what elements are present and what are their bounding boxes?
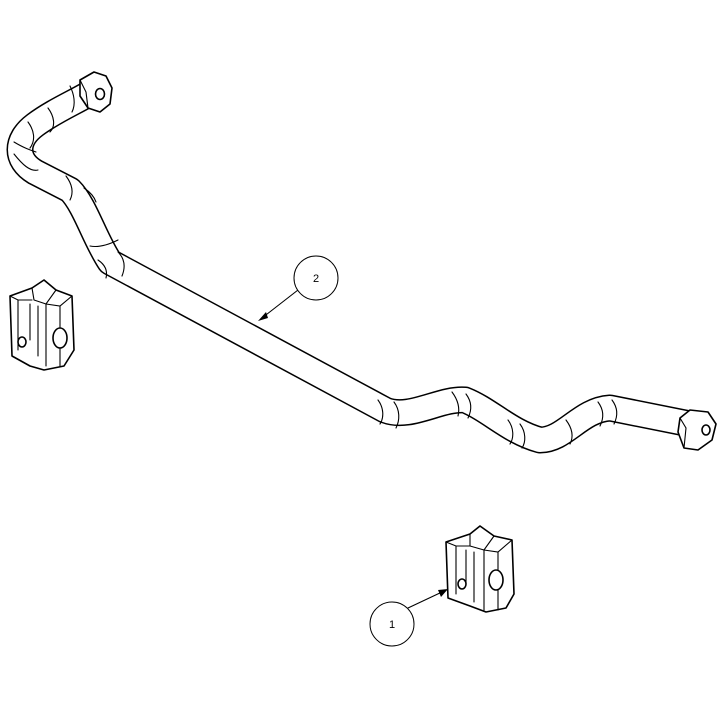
callout-2: 2	[258, 255, 339, 321]
callout-1-leader	[407, 591, 443, 609]
sway-bar-left-end	[79, 71, 113, 113]
callout-2-leader	[261, 289, 299, 319]
sway-bar-right-end	[677, 409, 717, 451]
bushing-left	[9, 279, 75, 371]
callout-2-number: 2	[313, 273, 319, 285]
callout-2-circle	[293, 255, 339, 301]
callout-1-arrowhead	[438, 589, 448, 597]
right-mount-hole	[701, 424, 711, 436]
sway-bar-fill	[8, 79, 698, 452]
callout-1-circle	[369, 601, 415, 647]
sway-bar	[6, 71, 717, 454]
callout-1: 1	[369, 589, 448, 647]
bushing-callout-1	[445, 525, 515, 613]
callout-2-arrowhead	[258, 312, 268, 321]
callout-1-number: 1	[389, 619, 395, 631]
sway-bar-seams	[13, 85, 618, 449]
bushing-1-bore	[488, 569, 504, 591]
bushing-left-bore	[52, 327, 68, 349]
left-mount-hole	[94, 87, 106, 101]
